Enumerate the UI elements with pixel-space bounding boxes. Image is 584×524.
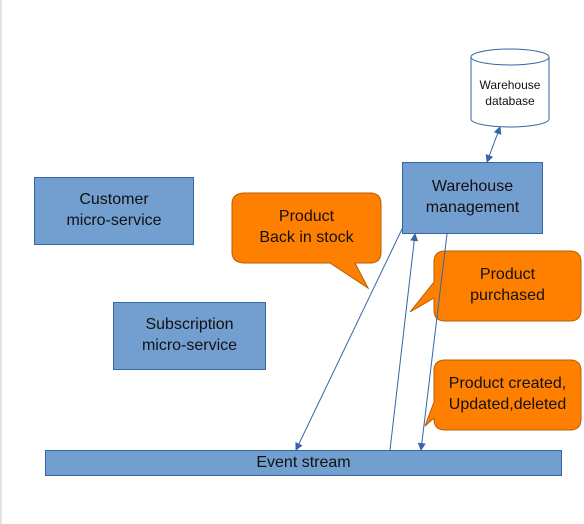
- callout-purchased-shape: [409, 250, 582, 322]
- warehouse-database-label: Warehouse database: [479, 77, 541, 108]
- callout-back-in-stock-shape: [231, 192, 382, 290]
- callout-back-in-stock: Product Back in stock: [232, 193, 381, 263]
- subscription-microservice-label: Subscription micro-service: [141, 316, 238, 354]
- callout-created-updated-deleted: Product created, Updated,deleted: [434, 360, 581, 430]
- subscription-microservice-box: Subscription micro-service: [113, 302, 266, 370]
- arrow-database-to-warehouse: [485, 126, 502, 163]
- warehouse-database-cylinder: [470, 48, 550, 128]
- arrow-warehouse-updates-to-event-stream: [417, 233, 448, 451]
- callout-created-updated-deleted-shape: [424, 359, 582, 431]
- event-stream-bar: Event stream: [45, 450, 562, 476]
- callout-purchased-label: Product purchased: [470, 266, 545, 304]
- arrow-event-stream-to-warehouse: [389, 233, 419, 451]
- event-stream-label: Event stream: [256, 453, 351, 471]
- warehouse-management-box: Warehouse management: [402, 162, 543, 234]
- callout-created-updated-deleted-label: Product created, Updated,deleted: [448, 375, 567, 413]
- customer-microservice-box: Customer micro-service: [34, 177, 194, 245]
- customer-microservice-label: Customer micro-service: [66, 191, 162, 229]
- warehouse-management-label: Warehouse management: [425, 178, 520, 216]
- callout-back-in-stock-label: Product Back in stock: [259, 208, 354, 246]
- callout-purchased: Product purchased: [434, 251, 581, 321]
- warehouse-database-label-wrap: Warehouse database: [471, 68, 549, 118]
- arrow-warehouse-to-event-stream: [295, 226, 404, 451]
